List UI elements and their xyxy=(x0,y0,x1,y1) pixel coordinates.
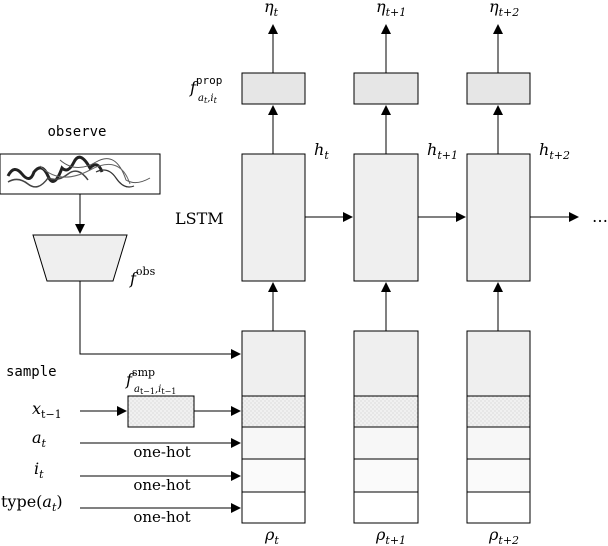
rho-a-segment-2 xyxy=(466,426,531,460)
rho-type-segment-0 xyxy=(241,491,306,524)
f-obs-label: fobs xyxy=(129,265,156,288)
one-hot-label-a: one-hot xyxy=(133,443,190,461)
one-hot-label-type: one-hot xyxy=(133,508,190,526)
rho-i-segment-0 xyxy=(241,458,306,493)
time-step-1: ηt+1 ht+1 ρt+1 xyxy=(353,0,458,546)
rho-x-segment-1 xyxy=(353,395,419,428)
h-label-2: ht+2 xyxy=(539,140,570,162)
h-label-0: ht xyxy=(314,140,329,162)
rho-x-segment-2 xyxy=(466,395,531,428)
eta-label-2: ηt+2 xyxy=(489,0,519,19)
rho-obs-segment-0 xyxy=(241,330,306,397)
rho-a-segment-1 xyxy=(353,426,419,460)
eta-label-0: ηt xyxy=(264,0,279,19)
time-step-0: ηt ht ρt xyxy=(241,0,329,546)
f-smp-label: fsmp xyxy=(125,366,155,389)
rho-label-1: ρt+1 xyxy=(375,525,406,546)
lstm-cell-2 xyxy=(466,153,531,282)
rho-label-2: ρt+2 xyxy=(488,525,519,546)
observation-image xyxy=(0,153,161,195)
a-input-label: at xyxy=(32,428,47,450)
rho-label-0: ρt xyxy=(264,525,279,546)
rho-a-segment-0 xyxy=(241,426,306,460)
x-input-label: xt−1 xyxy=(32,399,62,421)
f-smp-box xyxy=(127,395,195,428)
rho-x-segment-0 xyxy=(241,395,306,428)
rho-obs-segment-2 xyxy=(466,330,531,397)
f-smp-subscript: at−1,it−1 xyxy=(134,384,176,396)
f-prop-box-0 xyxy=(241,72,306,105)
lstm-cell-1 xyxy=(353,153,419,282)
f-prop-box-2 xyxy=(466,72,531,105)
rho-obs-segment-1 xyxy=(353,330,419,397)
f-prop-box-1 xyxy=(353,72,419,105)
eta-label-1: ηt+1 xyxy=(376,0,406,19)
h-label-1: ht+1 xyxy=(427,140,458,162)
f-obs-encoder xyxy=(32,234,128,282)
arrow-fobs-to-rho xyxy=(79,281,241,359)
i-input-label: it xyxy=(34,459,44,481)
lstm-label: LSTM xyxy=(175,209,224,228)
time-step-2: ηt+2 ht+2 ρt+2 xyxy=(466,0,570,546)
type-input-label: type(at) xyxy=(1,492,63,514)
rho-type-segment-1 xyxy=(353,491,419,524)
f-prop-label: fprop xyxy=(189,74,222,97)
rho-i-segment-2 xyxy=(466,458,531,493)
ellipsis-label: … xyxy=(592,207,608,226)
one-hot-label-i: one-hot xyxy=(133,476,190,494)
rho-i-segment-1 xyxy=(353,458,419,493)
observe-label: observe xyxy=(47,124,106,140)
sample-label: sample xyxy=(6,364,57,380)
lstm-cell-0 xyxy=(241,153,306,282)
f-prop-subscript: at,it xyxy=(198,93,218,105)
rho-type-segment-2 xyxy=(466,491,531,524)
